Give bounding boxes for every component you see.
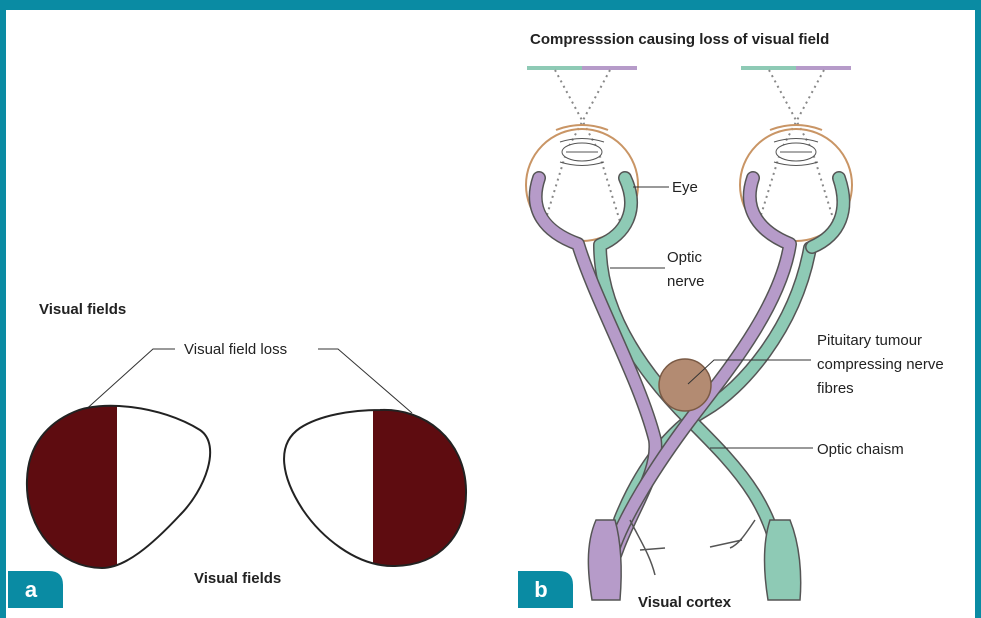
leader-line-right [318, 348, 413, 414]
right-eye [739, 124, 853, 242]
optic-nerve-label-2: nerve [667, 273, 705, 290]
right-field-outline [283, 408, 468, 568]
tumour-label-3: fibres [817, 380, 854, 397]
left-branch [629, 519, 666, 576]
visual-fields-bottom-label: Visual fields [194, 570, 281, 587]
visual-cortex-label: Visual cortex [638, 594, 732, 611]
right-border [975, 0, 981, 618]
green-nerve-left [594, 172, 788, 596]
pituitary-tumour [658, 358, 712, 412]
badge-a-label: a [25, 577, 38, 602]
green-nerve-right [806, 172, 849, 253]
optic-nerve-label-1: Optic [667, 249, 703, 266]
panel-b-title: Compresssion causing loss of visual fiel… [530, 31, 829, 48]
left-visual-field [25, 404, 212, 570]
left-visual-cortex [587, 519, 622, 601]
right-branch [709, 519, 756, 549]
panel-a-title: Visual fields [39, 301, 126, 318]
leader-line-left [81, 348, 175, 414]
panel-b: Compresssion causing loss of visual fiel… [518, 31, 944, 611]
right-visual-field [283, 408, 468, 568]
chiasm-label: Optic chaism [817, 441, 904, 458]
left-border [0, 0, 6, 618]
visual-field-loss-label: Visual field loss [184, 341, 287, 358]
badge-b [518, 571, 573, 608]
right-visual-cortex [763, 519, 802, 601]
panel-a: Visual fields Visual field loss [8, 301, 468, 608]
tumour-label-2: compressing nerve [817, 356, 944, 373]
tumour-label-1: Pituitary tumour [817, 332, 922, 349]
badge-b-label: b [534, 577, 547, 602]
badge-a [8, 571, 63, 608]
left-eye [525, 124, 639, 242]
left-field-outline [25, 404, 212, 570]
eye-label: Eye [672, 179, 698, 196]
tumour-leader [687, 359, 811, 385]
top-border [0, 0, 981, 10]
